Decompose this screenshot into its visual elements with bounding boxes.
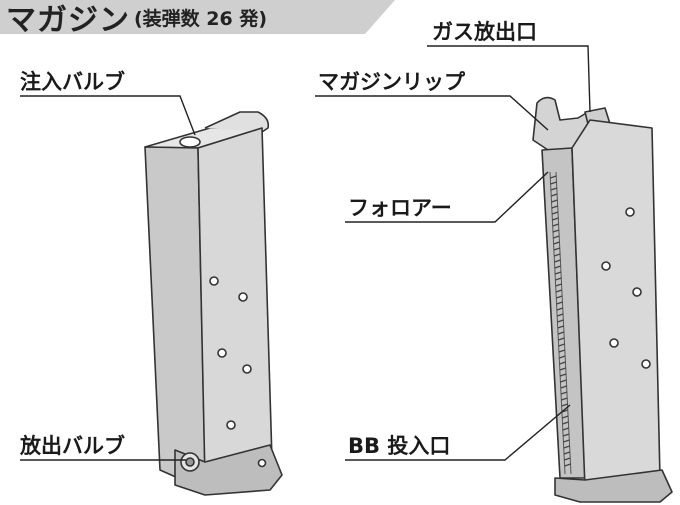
bb-rung: [550, 181, 557, 185]
bb-rung: [562, 427, 570, 431]
leader-follower: [345, 171, 549, 223]
bb-rung: [560, 391, 568, 395]
bb-rung: [554, 259, 561, 263]
outlet-valve-knob-inner: [185, 457, 195, 467]
bb-rung: [562, 415, 569, 419]
label-outlet-valve: 放出バルブ: [20, 434, 125, 458]
right-magazine: [532, 96, 673, 503]
bb-rung: [555, 289, 563, 293]
label-gas-outlet: ガス放出口: [432, 20, 537, 44]
bb-rung: [562, 433, 570, 437]
leader-magazine-lip: [315, 95, 549, 131]
left-magazine-side: [144, 146, 206, 479]
bb-rung: [558, 343, 565, 347]
bb-rung: [556, 307, 564, 311]
bb-rungs: [550, 175, 571, 467]
bb-rung: [551, 193, 558, 197]
page-title: マガジン: [6, 3, 130, 38]
bb-rung: [558, 349, 566, 353]
bb-rung: [550, 187, 558, 191]
bb-rung: [564, 457, 571, 461]
left-magazine: [144, 111, 283, 496]
bb-rung: [560, 379, 567, 383]
bb-rung: [558, 337, 565, 341]
bb-rung: [551, 205, 558, 209]
label-bb-loading-port: BB 投入口: [348, 434, 451, 458]
capacity-note: (装弾数 26 発): [134, 7, 268, 30]
bb-rung: [550, 175, 557, 179]
bb-rung: [564, 463, 571, 467]
bb-rung: [553, 235, 560, 239]
leader-gas-outlet: [427, 45, 591, 113]
leader-inlet-valve: [20, 95, 196, 136]
bb-rung: [563, 451, 571, 455]
label-inlet-valve: 注入バルブ: [20, 70, 125, 94]
title-banner-bg: [0, 0, 395, 34]
bb-rung: [553, 241, 560, 245]
bb-rung: [563, 439, 570, 443]
bb-rung: [555, 277, 562, 281]
title-banner: マガジン (装弾数 26 発): [0, 0, 400, 38]
bb-rung: [553, 247, 561, 251]
left-magazine-holes: [209, 276, 267, 468]
bb-rung: [552, 223, 559, 227]
bb-rung: [559, 373, 567, 377]
left-magazine-lip: [204, 111, 270, 133]
bb-rung: [555, 283, 562, 287]
bb-rung: [559, 361, 566, 365]
bb-rung: [560, 385, 567, 389]
bb-rung: [556, 313, 564, 317]
right-magazine-front: [571, 119, 661, 489]
right-magazine-base: [554, 469, 673, 503]
bb-rung: [556, 295, 563, 299]
label-follower: フォロアー: [348, 196, 452, 220]
bb-rung: [557, 325, 564, 329]
bb-rung: [562, 421, 569, 425]
bb-rung: [554, 271, 562, 275]
bb-rung: [561, 403, 568, 407]
leader-lines: [20, 45, 591, 461]
bb-rung: [556, 301, 563, 305]
inlet-valve-hole: [179, 136, 201, 148]
bb-rung: [554, 265, 561, 269]
bb-rung: [559, 355, 566, 359]
right-magazine-holes: [601, 207, 651, 369]
bb-rung: [561, 397, 568, 401]
bb-rung: [551, 211, 559, 215]
bb-rung: [552, 229, 560, 233]
bb-rung: [563, 445, 570, 449]
bb-rung: [552, 217, 559, 221]
leader-bb-loading-port: [345, 404, 571, 461]
bb-rung: [557, 331, 565, 335]
label-magazine-lip: マガジンリップ: [318, 70, 465, 94]
left-magazine-base: [174, 444, 283, 496]
bb-rung: [557, 319, 564, 323]
bb-rung: [559, 367, 567, 371]
bb-rung: [551, 199, 558, 203]
bb-rung: [553, 253, 561, 257]
